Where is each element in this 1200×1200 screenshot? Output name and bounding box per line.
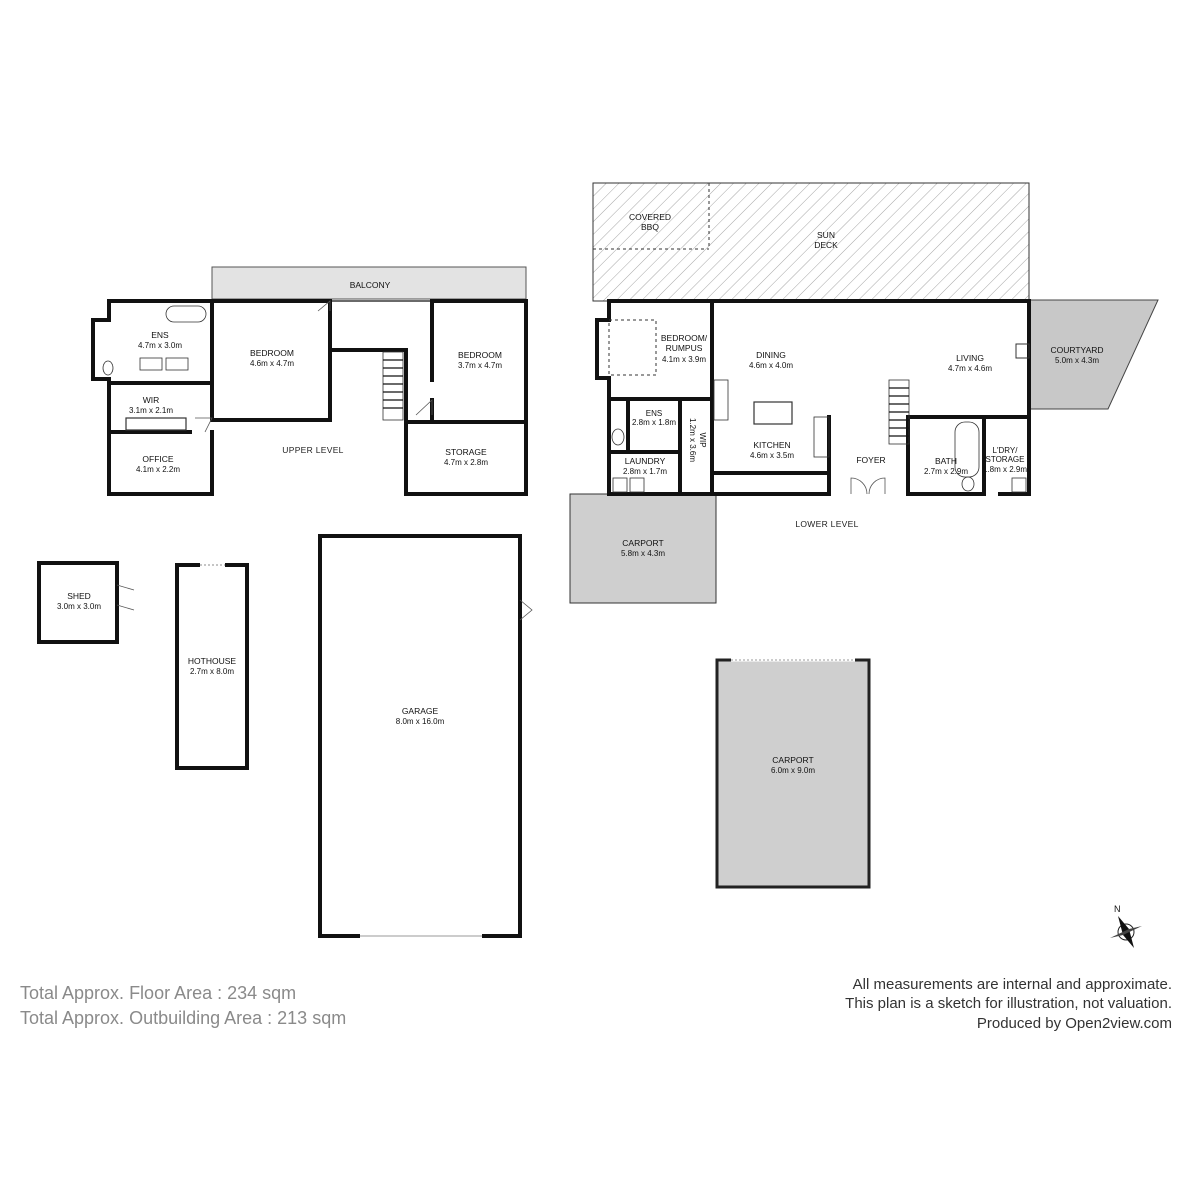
room-name-office: OFFICE <box>142 454 173 464</box>
room-dims-ldry-storage: 1.8m x 2.9m <box>983 465 1027 474</box>
carport-small <box>569 493 717 604</box>
room-name-bedroom-a: BEDROOM <box>250 348 294 358</box>
room-name-carport-large: CARPORT <box>772 755 813 765</box>
room-name-laundry: LAUNDRY <box>625 456 666 466</box>
room-name-wip: WIP <box>698 432 707 447</box>
sun-deck-area <box>592 182 1030 302</box>
room-dims-kitchen: 4.6m x 3.5m <box>750 451 794 460</box>
room-name-ens-lower: ENS <box>646 409 662 418</box>
producer-credit: Produced by Open2view.com <box>976 1015 1172 1032</box>
compass-label: N <box>1114 904 1121 914</box>
room-name-courtyard: COURTYARD <box>1050 345 1103 355</box>
room-dims-wir: 3.1m x 2.1m <box>129 406 173 415</box>
room-name-hothouse: HOTHOUSE <box>188 656 237 666</box>
room-name-living: LIVING <box>956 353 984 363</box>
outbuildings <box>37 534 533 938</box>
room-name-bedroom-rumpus: BEDROOM/RUMPUS <box>661 333 708 353</box>
balcony <box>211 266 527 300</box>
upper-stairs <box>382 351 404 421</box>
room-name-carport-small: CARPORT <box>622 538 663 548</box>
room-dims-garage: 8.0m x 16.0m <box>396 717 445 726</box>
room-name-bath: BATH <box>935 456 957 466</box>
room-name-bedroom-b: BEDROOM <box>458 350 502 360</box>
room-dims-courtyard: 5.0m x 4.3m <box>1055 356 1099 365</box>
room-dims-shed: 3.0m x 3.0m <box>57 602 101 611</box>
room-name-dining: DINING <box>756 350 786 360</box>
carport-large <box>715 658 871 889</box>
room-dims-storage: 4.7m x 2.8m <box>444 458 488 467</box>
level-label-lower: LOWER LEVEL <box>795 519 858 529</box>
compass-icon: N <box>1110 904 1142 948</box>
level-label-upper: UPPER LEVEL <box>282 445 343 455</box>
room-dims-bath: 2.7m x 2.9m <box>924 467 968 476</box>
total-outbuilding-area: Total Approx. Outbuilding Area : 213 sqm <box>20 1008 347 1028</box>
room-dims-wip: 1.2m x 3.6m <box>688 418 697 462</box>
room-dims-living: 4.7m x 4.6m <box>948 364 992 373</box>
room-dims-carport-large: 6.0m x 9.0m <box>771 766 815 775</box>
room-dims-ens-lower: 2.8m x 1.8m <box>632 418 676 427</box>
room-name-balcony: BALCONY <box>350 280 391 290</box>
room-dims-carport-small: 5.8m x 4.3m <box>621 549 665 558</box>
room-dims-office: 4.1m x 2.2m <box>136 465 180 474</box>
room-dims-bedroom-b: 3.7m x 4.7m <box>458 361 502 370</box>
room-dims-bedroom-a: 4.6m x 4.7m <box>250 359 294 368</box>
room-name-kitchen: KITCHEN <box>753 440 790 450</box>
room-dims-bedroom-rumpus: 4.1m x 3.9m <box>662 355 706 364</box>
room-dims-hothouse: 2.7m x 8.0m <box>190 667 234 676</box>
room-name-foyer: FOYER <box>856 455 885 465</box>
room-dims-laundry: 2.8m x 1.7m <box>623 467 667 476</box>
room-name-ldry-storage: L'DRY/STORAGE <box>986 446 1025 464</box>
total-floor-area: Total Approx. Floor Area : 234 sqm <box>20 983 297 1003</box>
upper-fixtures <box>102 300 433 433</box>
disclaimer-line-1: All measurements are internal and approx… <box>852 976 1172 993</box>
lower-fixtures <box>611 343 1030 495</box>
room-name-shed: SHED <box>67 591 91 601</box>
room-name-garage: GARAGE <box>402 706 439 716</box>
room-dims-ens-upper: 4.7m x 3.0m <box>138 341 182 350</box>
room-dims-dining: 4.6m x 4.0m <box>749 361 793 370</box>
room-name-storage: STORAGE <box>445 447 487 457</box>
room-name-wir: WIR <box>143 395 160 405</box>
disclaimer-line-2: This plan is a sketch for illustration, … <box>845 995 1172 1012</box>
room-name-ens-upper: ENS <box>151 330 169 340</box>
lower-level-walls <box>595 299 1031 496</box>
